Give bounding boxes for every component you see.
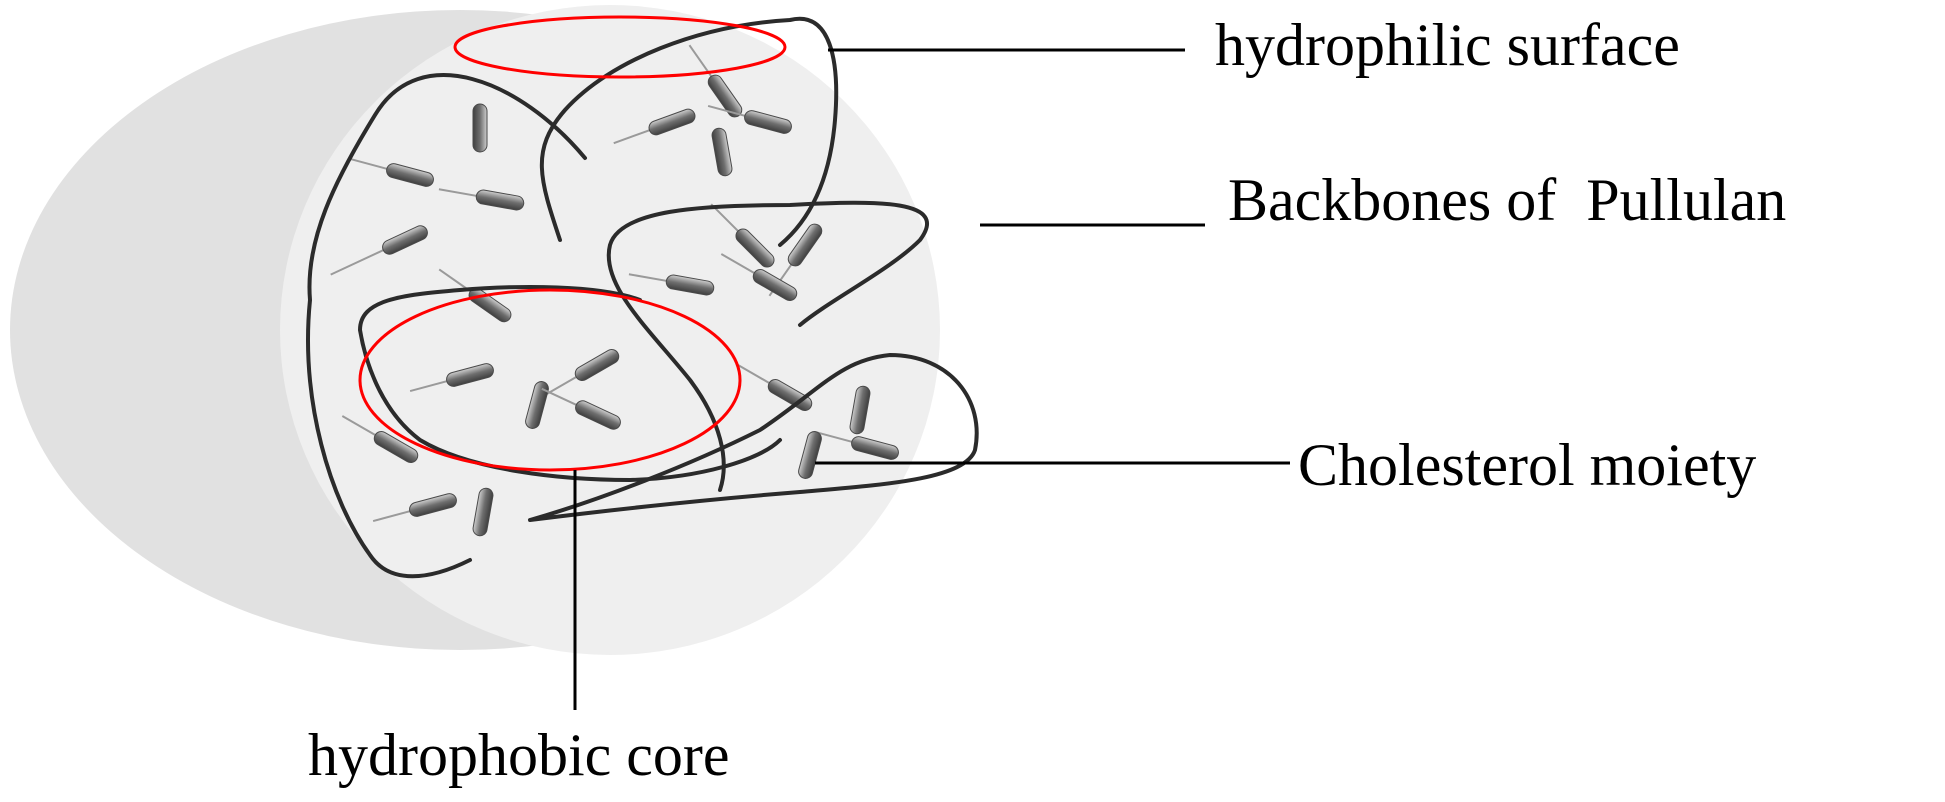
cholesterol-rod-body bbox=[574, 349, 620, 381]
cholesterol-rod bbox=[472, 103, 488, 153]
cholesterol-tether bbox=[541, 387, 579, 407]
inner-sphere bbox=[280, 5, 940, 655]
cholesterol-rod bbox=[720, 253, 798, 301]
cholesterol-rod-body bbox=[373, 431, 419, 463]
cholesterol-rod bbox=[613, 108, 696, 145]
backbone-loop-lower bbox=[528, 352, 979, 522]
cholesterol-rod-body bbox=[472, 103, 488, 153]
cholesterol-rod bbox=[409, 363, 494, 393]
cholesterol-tether bbox=[409, 379, 450, 393]
cholesterol-rod bbox=[849, 385, 871, 435]
cholesterol-tether bbox=[349, 157, 390, 171]
cholesterol-rod-body bbox=[475, 189, 525, 211]
cholesterol-rod bbox=[628, 273, 715, 296]
cholesterol-rod bbox=[541, 387, 621, 430]
cholesterol-rod-body bbox=[711, 127, 733, 177]
cholesterol-rod bbox=[814, 430, 899, 460]
cholesterol-rod bbox=[472, 487, 494, 537]
cholesterol-tether bbox=[372, 509, 413, 523]
label-hydrophobic-core: hydrophobic core bbox=[308, 722, 730, 788]
leader-lines bbox=[573, 48, 1290, 710]
cholesterol-rod bbox=[525, 381, 549, 429]
cholesterol-tether bbox=[735, 363, 772, 385]
cholesterol-rod-body bbox=[386, 163, 434, 187]
backbone-loop-middle bbox=[606, 200, 929, 492]
cholesterol-rod-body bbox=[575, 400, 621, 430]
hydrophilic-surface-ellipse bbox=[453, 15, 787, 79]
cholesterol-rod-body bbox=[525, 381, 549, 429]
cholesterol-tether bbox=[814, 430, 855, 444]
cholesterol-rod-body bbox=[707, 74, 743, 118]
cholesterol-rod-body bbox=[752, 269, 798, 301]
cholesterol-tether bbox=[438, 188, 479, 198]
cholesterol-rod-body bbox=[735, 228, 775, 268]
cholesterol-tether bbox=[707, 104, 748, 118]
backbone-loop-top bbox=[539, 16, 839, 247]
cholesterol-rod bbox=[798, 431, 822, 479]
cholesterol-moieties bbox=[330, 44, 899, 537]
cholesterol-rod-body bbox=[409, 493, 457, 517]
cholesterol-rod-body bbox=[798, 431, 822, 479]
cholesterol-rod-body bbox=[787, 223, 823, 267]
cholesterol-rod-body bbox=[849, 385, 871, 435]
cholesterol-rod bbox=[438, 188, 525, 211]
label-cholesterol-moiety: Cholesterol moiety bbox=[1298, 432, 1756, 498]
cholesterol-tether bbox=[341, 415, 378, 437]
cholesterol-tether bbox=[613, 128, 652, 145]
cholesterol-rod-body bbox=[382, 225, 428, 255]
cholesterol-tether bbox=[720, 253, 757, 275]
pullulan-backbones bbox=[306, 16, 979, 579]
cholesterol-rod-body bbox=[472, 487, 494, 537]
cholesterol-rod-body bbox=[446, 363, 494, 387]
cholesterol-rod bbox=[349, 157, 434, 187]
label-backbones-of-pullulan: Backbones of Pullulan bbox=[1228, 167, 1786, 233]
cholesterol-rod bbox=[711, 127, 733, 177]
backbone-loop-left bbox=[306, 73, 587, 579]
cholesterol-tether bbox=[330, 248, 386, 276]
hydrophobic-core-ellipse bbox=[358, 288, 742, 472]
cholesterol-tether bbox=[628, 273, 669, 283]
cholesterol-rod bbox=[707, 104, 792, 134]
cholesterol-rod-body bbox=[648, 108, 696, 136]
label-hydrophilic-surface: hydrophilic surface bbox=[1215, 12, 1680, 78]
cholesterol-rod bbox=[542, 349, 620, 397]
cholesterol-rod-body bbox=[851, 436, 899, 460]
cholesterol-rod-body bbox=[665, 274, 715, 296]
cholesterol-rod bbox=[341, 415, 419, 463]
cholesterol-rod bbox=[330, 225, 428, 276]
cholesterol-rod-body bbox=[744, 110, 792, 134]
cholesterol-rod bbox=[372, 493, 457, 523]
